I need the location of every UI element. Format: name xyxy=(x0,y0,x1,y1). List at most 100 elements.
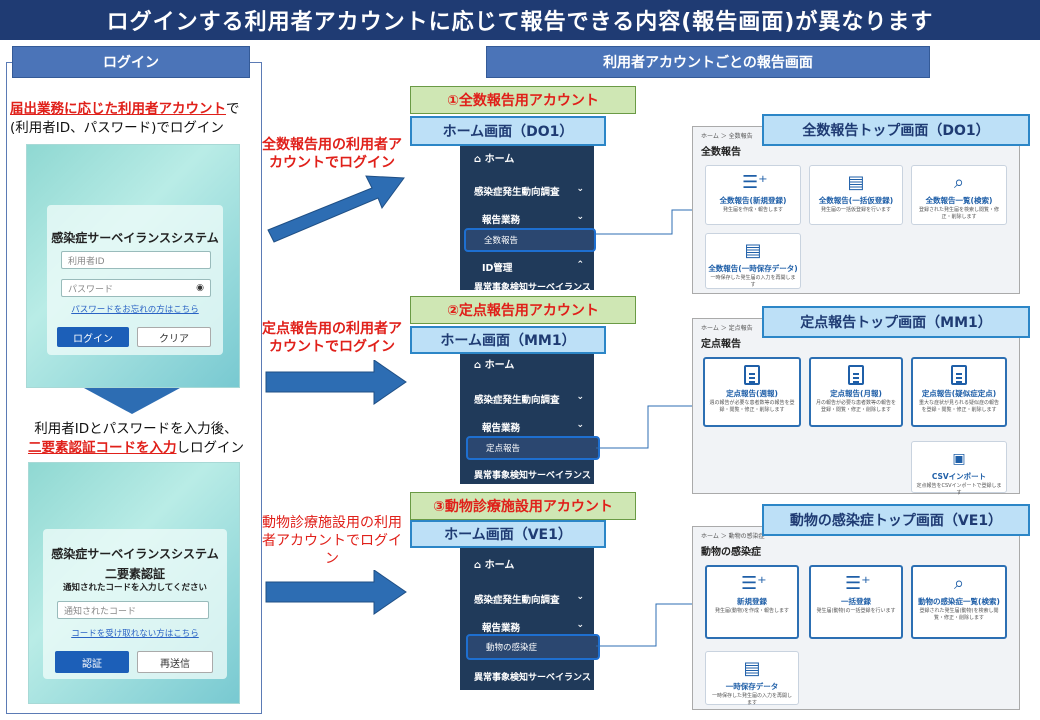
tile-animal-bulk[interactable]: ☰⁺ 一括登録 発生届(動物)の一括登録を行います xyxy=(809,565,903,639)
tile-desc: 登録された発生届(動物)を検索し閲覧・修正・削除します xyxy=(919,608,999,621)
nav-highlight-item[interactable]: 全数報告 xyxy=(464,228,596,252)
screen-heading: 動物の感染症 xyxy=(701,547,761,558)
breadcrumb: ホーム ＞ 定点報告 xyxy=(701,325,753,332)
eye-icon[interactable]: ◉ xyxy=(196,283,204,293)
tile-title: 定点報告(月報) xyxy=(830,389,882,398)
screen-heading: 定点報告 xyxy=(701,339,741,350)
user-id-input[interactable]: 利用者ID xyxy=(61,251,211,269)
nav-home[interactable]: ⌂ ホーム xyxy=(474,360,515,371)
nav-survey[interactable]: 感染症発生動向調査⌄ xyxy=(460,592,594,606)
tile-desc: 一時保存した発生届の入力を再開します xyxy=(710,275,796,288)
tile-title: 全数報告(新規登録) xyxy=(719,196,787,205)
chevron-down-icon: ⌄ xyxy=(576,392,584,402)
tile-animal-temp[interactable]: ▤ 一時保存データ 一時保存した発生届の入力を再開します xyxy=(705,651,799,706)
chevron-down-icon: ⌄ xyxy=(576,184,584,194)
nav-report[interactable]: 報告業務 ⌄ xyxy=(460,420,594,434)
nav-highlight-item[interactable]: 定点報告 xyxy=(466,436,600,460)
twofa-intro: 利用者IDとパスワードを入力後、 二要素認証コードを入力しログイン xyxy=(14,420,258,458)
nav-report-label: 報告業務 xyxy=(482,423,521,434)
doc-icon xyxy=(948,365,970,387)
forgot-password-link[interactable]: パスワードをお忘れの方はこちら xyxy=(71,305,199,315)
tile-desc: 発生届の一括仮登録を行います xyxy=(820,207,891,213)
section3-arrow-icon xyxy=(265,570,407,615)
clear-button[interactable]: クリア xyxy=(137,327,211,347)
tile-desc: 月の報告が必要な患者数等の報告を登録・閲覧・修正・削除します xyxy=(815,400,896,413)
section1-pointer-line xyxy=(596,209,692,235)
tile-title: 全数報告(一括仮登録) xyxy=(818,196,894,205)
nav-id-admin[interactable]: ID管理⌃ xyxy=(460,260,594,274)
resend-button[interactable]: 再送信 xyxy=(137,651,213,673)
resend-help-link[interactable]: コードを受け取れない方はこちら xyxy=(71,629,199,639)
tile-title: 動物の感染症一覧(検索) xyxy=(918,597,1000,606)
section1-arrow-icon xyxy=(267,175,405,243)
tile-new-register[interactable]: ☰⁺ 全数報告(新規登録) 発生届を作成・報告します xyxy=(705,165,801,225)
auth-button[interactable]: 認証 xyxy=(55,651,129,673)
nav-anomaly[interactable]: 異常事象検知サーベイランス xyxy=(474,471,591,481)
doc-icon xyxy=(741,365,763,387)
search-icon: ⌕ xyxy=(953,172,965,193)
login-button[interactable]: ログイン xyxy=(57,327,129,347)
doc-dots-icon: ▤ xyxy=(847,172,865,193)
tile-temp-data[interactable]: ▤ 全数報告(一時保存データ) 一時保存した発生届の入力を再開します xyxy=(705,233,801,289)
section2-account-label: ②定点報告用アカウント xyxy=(410,296,636,324)
nav-anomaly[interactable]: 異常事象検知サーベイランス xyxy=(474,673,591,683)
nav-home-label: ホーム xyxy=(484,154,515,165)
tile-csv-import[interactable]: ▣ CSVインポート 定点報告をCSVインポートで登録します xyxy=(911,441,1007,496)
nav-survey[interactable]: 感染症発生動向調査 ⌄ xyxy=(460,392,594,406)
section1-home-title: ホーム画面（DO1） xyxy=(410,116,606,146)
nav-home-label: ホーム xyxy=(484,560,515,571)
tile-animal-search[interactable]: ⌕ 動物の感染症一覧(検索) 登録された発生届(動物)を検索し閲覧・修正・削除し… xyxy=(911,565,1007,639)
tile-title: 全数報告(一時保存データ) xyxy=(708,264,798,273)
section2-login-text: 定点報告用の利用者アカウントでログイン xyxy=(262,321,402,355)
page-banner: ログインする利用者アカウントに応じて報告できる内容(報告画面)が異なります xyxy=(0,0,1040,40)
nav-survey[interactable]: 感染症発生動向調査⌄ xyxy=(460,184,594,198)
tile-desc: 週の報告が必要な患者数等の報告を登録・閲覧・修正・削除します xyxy=(709,400,795,413)
tile-bulk-register[interactable]: ▤ 全数報告(一括仮登録) 発生届の一括仮登録を行います xyxy=(809,165,903,225)
chevron-down-icon: ⌄ xyxy=(576,212,584,222)
right-header: 利用者アカウントごとの報告画面 xyxy=(486,46,930,78)
section3-pointer-line xyxy=(596,603,692,647)
tile-search-list[interactable]: ⌕ 全数報告一覧(検索) 登録された発生届を検索し閲覧・修正・削除します xyxy=(911,165,1007,225)
chevron-down-icon: ⌄ xyxy=(576,420,584,430)
breadcrumb: ホーム ＞ 動物の感染症 xyxy=(701,533,765,540)
password-placeholder: パスワード xyxy=(68,284,114,295)
tile-desc: 発生届(動物)を作成・報告します xyxy=(715,608,789,614)
screen-heading: 全数報告 xyxy=(701,147,741,158)
nav-anomaly[interactable]: 異常事象検知サーベイランス xyxy=(474,283,591,293)
tile-desc: 発生届(動物)の一括登録を行います xyxy=(816,608,896,614)
section1-sidebar: ⌂ ホーム 感染症発生動向調査⌄ 報告業務 ⌄ 全数報告 ID管理⌃ 異常事象検知… xyxy=(460,144,596,293)
password-input[interactable]: パスワード ◉ xyxy=(61,279,211,297)
twofa-panel: 感染症サーベイランスシステム 二要素認証 通知されたコードを入力してください 通… xyxy=(43,529,227,679)
doc-plus-icon: ☰⁺ xyxy=(845,573,871,594)
tile-desc: 発生届を作成・報告します xyxy=(722,207,783,213)
tile-monthly[interactable]: 定点報告(月報) 月の報告が必要な患者数等の報告を登録・閲覧・修正・削除します xyxy=(809,357,903,427)
section2-top-screen: ホーム ＞ 定点報告 定点報告 定点報告(週報) 週の報告が必要な患者数等の報告… xyxy=(692,318,1020,496)
nav-report-label: 報告業務 xyxy=(482,215,521,226)
doc-plus-icon: ☰⁺ xyxy=(742,172,768,193)
chevron-up-icon: ⌃ xyxy=(576,260,584,270)
breadcrumb: ホーム ＞ 全数報告 xyxy=(701,133,753,140)
section2-top-title: 定点報告トップ画面（MM1） xyxy=(762,306,1030,338)
tile-title: 一時保存データ xyxy=(725,682,779,691)
nav-home[interactable]: ⌂ ホーム xyxy=(474,154,515,165)
tile-title: 定点報告(週報) xyxy=(726,389,778,398)
nav-report[interactable]: 報告業務 ⌄ xyxy=(460,212,594,226)
section3-home-title: ホーム画面（VE1） xyxy=(410,520,606,548)
nav-highlight-item[interactable]: 動物の感染症 xyxy=(466,634,600,660)
nav-home[interactable]: ⌂ ホーム xyxy=(474,560,515,571)
twofa-screen: 感染症サーベイランスシステム 二要素認証 通知されたコードを入力してください 通… xyxy=(28,462,240,704)
tile-title: 全数報告一覧(検索) xyxy=(925,196,993,205)
section3-sidebar: ⌂ ホーム 感染症発生動向調査⌄ 報告業務⌄ 動物の感染症 異常事象検知サーベイ… xyxy=(460,546,600,690)
code-input[interactable]: 通知されたコード xyxy=(57,601,209,619)
section3-login-text: 動物診療施設用の利用者アカウントでログイン xyxy=(262,515,402,567)
tile-title: CSVインポート xyxy=(931,472,987,481)
nav-report[interactable]: 報告業務⌄ xyxy=(460,620,594,634)
section2-arrow-icon xyxy=(265,360,407,405)
tile-animal-new[interactable]: ☰⁺ 新規登録 発生届(動物)を作成・報告します xyxy=(705,565,799,639)
section2-home-title: ホーム画面（MM1） xyxy=(410,326,606,354)
tile-pseudo[interactable]: 定点報告(疑似症定点) 重大な症状が見られる疑似症の報告を登録・閲覧・修正・削除… xyxy=(911,357,1007,427)
nav-survey-label: 感染症発生動向調査 xyxy=(474,395,560,406)
down-arrow-icon xyxy=(84,388,180,414)
section1-top-screen: ホーム ＞ 全数報告 全数報告 ☰⁺ 全数報告(新規登録) 発生届を作成・報告し… xyxy=(692,126,1020,294)
tile-weekly[interactable]: 定点報告(週報) 週の報告が必要な患者数等の報告を登録・閲覧・修正・削除します xyxy=(703,357,801,427)
